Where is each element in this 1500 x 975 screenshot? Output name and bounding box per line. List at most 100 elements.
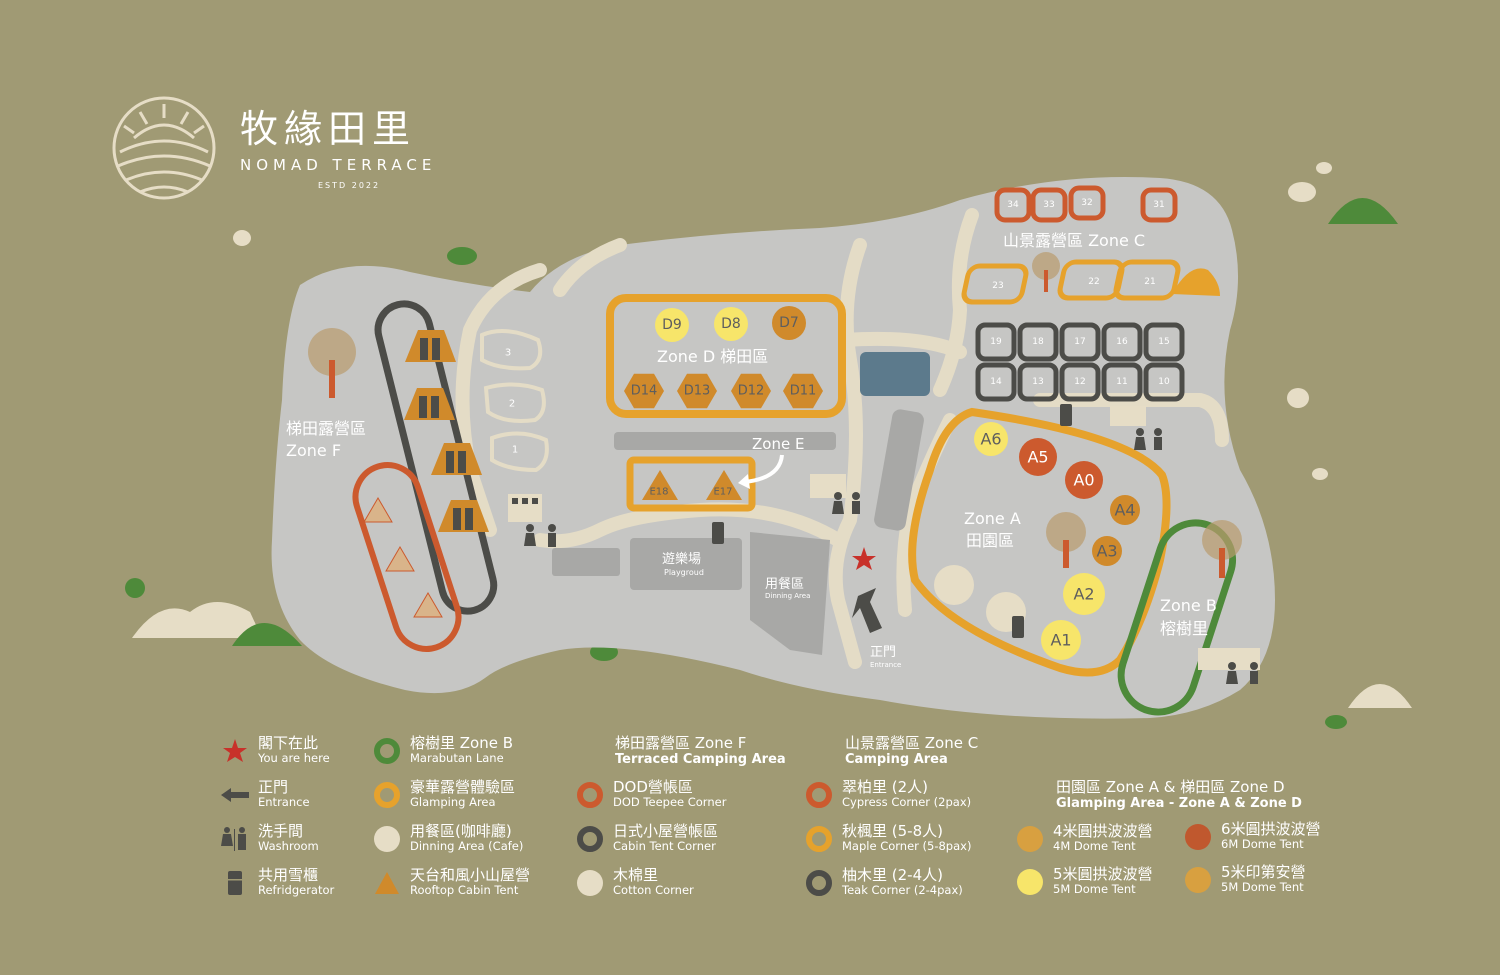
site-label: A6 (980, 430, 1001, 449)
fridge-icon (712, 404, 1072, 638)
zone-f (308, 300, 549, 652)
entrance-label-en: Entrance (870, 661, 901, 669)
zone-d: D9 D8 D7 D14 D13 D12 D11 (606, 294, 846, 418)
site-label: 34 (1007, 200, 1019, 210)
site-33[interactable]: 33 (1030, 187, 1068, 223)
site-32[interactable]: 32 (1068, 185, 1106, 221)
zone-f-cotton-sites: 3 2 1 (505, 348, 518, 456)
site-label: 31 (1153, 200, 1164, 210)
site-label: D11 (790, 384, 817, 399)
site-A4[interactable]: A4 (1110, 495, 1140, 525)
you-are-here-star-icon (852, 547, 876, 570)
site-label: 12 (1074, 377, 1085, 387)
site-label: D9 (662, 317, 682, 333)
site-10[interactable]: 10 (1143, 362, 1185, 402)
playground-label-zh: 遊樂場 (662, 551, 701, 567)
site-label: D8 (721, 316, 741, 332)
zone-d-outline (606, 294, 846, 418)
site-label: 21 (1144, 277, 1155, 287)
site-D14[interactable]: D14 (624, 373, 664, 409)
site-label: 15 (1158, 337, 1169, 347)
site-label: D13 (684, 384, 711, 399)
site-label: 10 (1158, 377, 1170, 387)
site-16[interactable]: 16 (1101, 322, 1143, 362)
site-label: D12 (738, 384, 765, 399)
entrance-arrow-icon (852, 588, 882, 633)
site-17[interactable]: 17 (1059, 322, 1101, 362)
site-label: A5 (1027, 448, 1048, 467)
site-14[interactable]: 14 (975, 362, 1017, 402)
site-13[interactable]: 13 (1017, 362, 1059, 402)
dining-label-zh: 用餐區 (765, 576, 804, 592)
zone-a-title-zh: 田園區 (966, 531, 1014, 550)
site-label-1: 1 (512, 445, 518, 456)
site-label: A0 (1073, 471, 1094, 490)
gray-block (552, 548, 620, 576)
site-31[interactable]: 31 (1140, 187, 1178, 223)
site-A2[interactable]: A2 (1063, 573, 1105, 615)
zone-a-outline (908, 407, 1171, 677)
site-A0[interactable]: A0 (1065, 461, 1103, 499)
zone-f-title-zh: 梯田露營區 (286, 419, 366, 438)
zone-c-title: 山景露營區 Zone C (1003, 231, 1145, 250)
zone-a-title-en: Zone A (964, 509, 1021, 528)
site-label: A1 (1050, 631, 1071, 650)
site-D12[interactable]: D12 (731, 373, 771, 409)
site-21[interactable]: 21 (1113, 259, 1181, 301)
brand-name-en: NOMAD TERRACE (240, 156, 436, 174)
site-label-2: 2 (509, 399, 515, 410)
site-18[interactable]: 18 (1017, 322, 1059, 362)
site-label: A4 (1114, 501, 1135, 520)
dining-label-en: Dinning Area (765, 592, 810, 600)
site-label: A3 (1096, 542, 1117, 561)
site-23[interactable]: 23 (961, 263, 1029, 305)
site-D11[interactable]: D11 (783, 373, 823, 409)
site-A5[interactable]: A5 (1019, 438, 1057, 476)
washroom-icon (1198, 648, 1260, 684)
entrance-label-zh: 正門 (870, 645, 896, 660)
site-label-E18: E18 (649, 487, 668, 498)
site-D9[interactable]: D9 (655, 308, 689, 342)
site-34[interactable]: 34 (994, 187, 1032, 223)
site-A1[interactable]: A1 (1041, 620, 1081, 660)
site-12[interactable]: 12 (1059, 362, 1101, 402)
site-label-3: 3 (505, 348, 511, 359)
site-label: 18 (1032, 337, 1044, 347)
gray-strip-2 (874, 409, 924, 531)
site-label: 11 (1116, 377, 1127, 387)
site-A6[interactable]: A6 (974, 422, 1008, 456)
site-15[interactable]: 15 (1143, 322, 1185, 362)
dining-area[interactable] (750, 532, 830, 655)
playground-area[interactable] (630, 538, 742, 590)
site-D7[interactable]: D7 (772, 306, 806, 340)
zone-d-hexes: D14 D13 D12 D11 (624, 373, 823, 409)
site-label: 22 (1088, 277, 1099, 287)
pond (860, 352, 930, 396)
brand-estd: ESTD 2022 (318, 181, 380, 190)
brand-name-zh: 牧緣田里 (240, 107, 416, 151)
site-label: D14 (631, 384, 658, 399)
playground-label-en: Playgroud (664, 568, 704, 577)
washroom-icon (1110, 406, 1162, 450)
washroom-icon (810, 474, 860, 514)
zone-b-outline (1117, 519, 1237, 716)
zone-d-title: Zone D 梯田區 (657, 347, 768, 366)
site-label: A2 (1073, 585, 1094, 604)
zone-e-outline (626, 456, 756, 512)
site-D8[interactable]: D8 (714, 307, 748, 341)
zone-e (626, 454, 784, 512)
site-19[interactable]: 19 (975, 322, 1017, 362)
site-label: 33 (1043, 200, 1054, 210)
site-label: 17 (1074, 337, 1085, 347)
site-A3[interactable]: A3 (1092, 536, 1122, 566)
site-11[interactable]: 11 (1101, 362, 1143, 402)
zone-d-domes: D9 D8 D7 (655, 306, 806, 342)
zone-b-title-en: Zone B (1160, 596, 1217, 615)
site-D13[interactable]: D13 (677, 373, 717, 409)
gray-strip (614, 432, 836, 450)
